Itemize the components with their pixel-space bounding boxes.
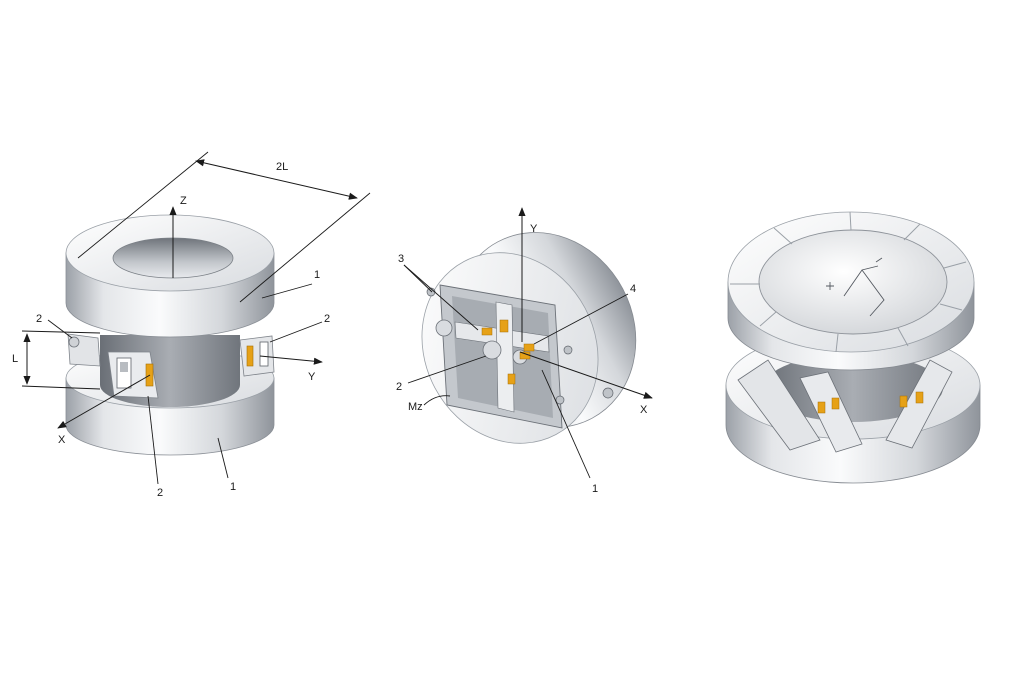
sketch-marks [826,257,885,317]
part-1-top-label: 1 [314,269,320,281]
axis-z-label: Z [180,195,187,207]
x-axis-arrow [519,351,653,399]
leader-2-bottom [147,395,159,485]
part-2-label: 2 [396,381,402,393]
dim-l-label: L [12,353,18,365]
leader-1 [541,369,591,479]
sensor-a-flexure-front [107,351,159,399]
sensor-a-top-ring [65,214,275,338]
leader-2-left [47,319,73,339]
leader-2 [407,355,487,384]
axis-y-label: Y [530,223,538,235]
flexure-leg [737,359,821,451]
strain-gauge [507,373,516,385]
sensor-b-labels: Y X 3 4 2 1 Mz [396,223,648,495]
leader-3b [403,264,479,331]
sensor-a-axes [21,151,371,485]
dim-2l-label: 2L [276,161,288,173]
sensor-a-figure: Z X Y 2L L 1 1 2 2 2 [12,151,371,499]
flexure-leg [799,371,863,453]
axis-y-label: Y [308,371,316,383]
dim-l-extension-top [21,330,101,334]
strain-gauge [831,397,840,410]
part-2-right-label: 2 [324,313,330,325]
strain-gauge [499,319,509,333]
moment-label: Mz [408,401,423,413]
x-axis-arrow [57,374,151,429]
leader-mz [423,395,451,406]
dim-2l-extension-right [239,192,371,303]
sensor-b-housing [421,232,637,444]
part-2-left-label: 2 [36,313,42,325]
strain-gauge [523,343,535,352]
strain-gauge [915,391,924,404]
leader-2-right [269,321,323,343]
sensor-a-flexure-right [239,335,275,377]
leader-1-top [261,283,313,299]
sensor-c-legs [737,359,953,453]
strain-gauge [899,395,908,408]
axis-x-label: X [58,434,66,446]
sensor-c-top-plate [727,211,975,371]
axis-x-label: X [640,404,648,416]
part-1-label: 1 [592,483,598,495]
dim-2l-extension-left [77,151,209,259]
part-4-label: 4 [630,283,636,295]
sensor-b-figure: Y X 3 4 2 1 Mz [396,207,653,495]
y-axis-arrow [259,355,323,365]
leader-1-bottom [217,437,229,479]
sensor-a-labels: Z X Y 2L L 1 1 2 2 2 [12,161,330,499]
beam-vertical [495,301,515,413]
sensor-a-flexure-left [67,333,101,367]
sensor-c-figure [725,211,981,484]
part-3-label: 3 [398,253,404,265]
dim-l-extension-bottom [21,385,101,390]
sensor-b-axes [403,207,653,479]
dim-2l-arrow [195,159,358,200]
flexure-leg [885,359,953,449]
strain-gauge [481,327,493,336]
strain-gauge [246,345,254,367]
strain-gauge [817,401,826,414]
part-1-bottom-label: 1 [230,481,236,493]
leader-4 [533,293,629,345]
part-2-bottom-label: 2 [157,487,163,499]
